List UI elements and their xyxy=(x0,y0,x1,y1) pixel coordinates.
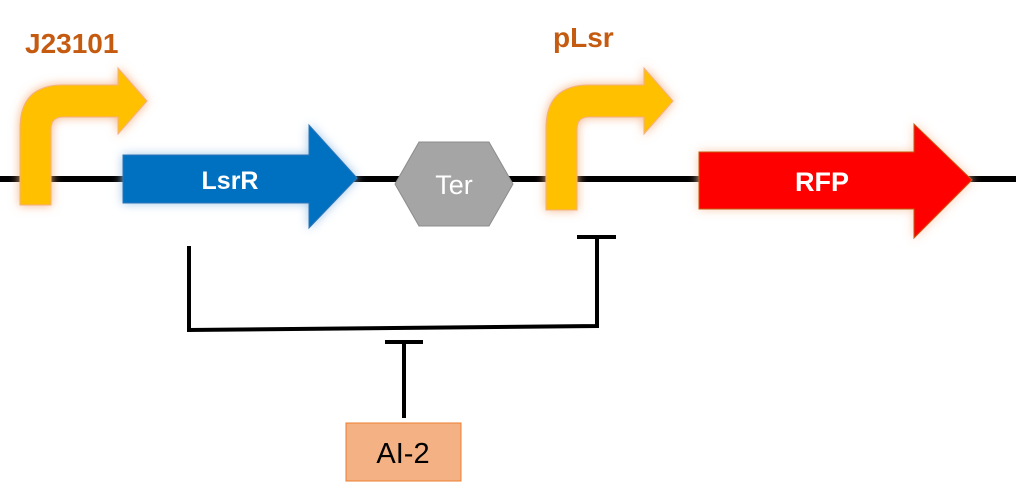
lsrr-label: LsrR xyxy=(202,167,259,195)
promoter-arrow-icon xyxy=(545,66,674,211)
plsr-promoter xyxy=(545,66,674,211)
terminator xyxy=(394,141,514,227)
j23101-promoter xyxy=(19,66,148,206)
rfp-gene-arrow xyxy=(698,122,973,240)
ai2-box xyxy=(345,422,462,482)
plsr-label: pLsr xyxy=(553,22,614,53)
lsrr-gene xyxy=(122,123,358,230)
terminator-label: Ter xyxy=(435,170,473,200)
promoter-arrow-icon xyxy=(19,66,148,206)
j23101-label: J23101 xyxy=(25,28,118,59)
rfp-label: RFP xyxy=(795,167,849,197)
terminator-hexagon xyxy=(394,141,514,227)
ai2-label: AI-2 xyxy=(376,438,429,470)
rfp-gene xyxy=(698,122,973,240)
lsrr-repression-connector xyxy=(187,237,599,333)
lsrr-gene-arrow xyxy=(122,123,358,230)
